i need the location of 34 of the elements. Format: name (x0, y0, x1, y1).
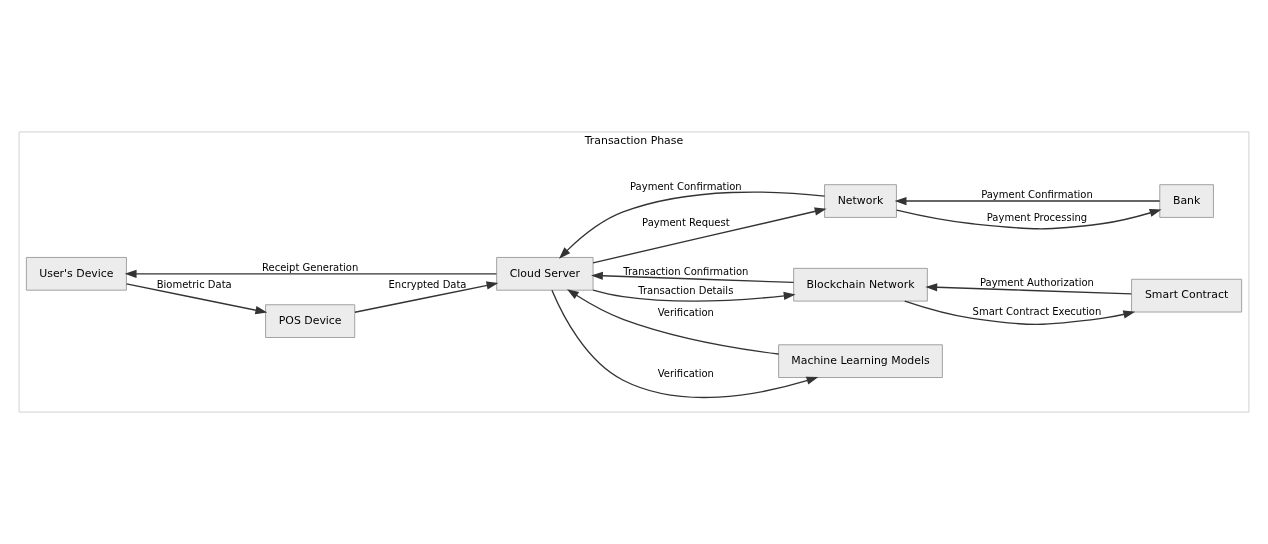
node-box: Cloud Server (496, 257, 594, 291)
edge-label: Payment Authorization (980, 277, 1094, 289)
arrow (551, 289, 819, 399)
arrow (567, 289, 780, 355)
arrow (591, 271, 795, 284)
arrow (904, 300, 1136, 326)
node-box: User's Device (25, 257, 127, 291)
edge-label: Smart Contract Execution (972, 306, 1102, 318)
node-box: Machine Learning Models (778, 344, 943, 378)
edge-label: Payment Confirmation (630, 180, 742, 192)
node-box: Smart Contract (1131, 278, 1243, 313)
edge-label: Encrypted Data (388, 279, 467, 291)
edge-label: Payment Confirmation (981, 189, 1093, 201)
edge-label: Receipt Generation (262, 261, 359, 273)
arrow (895, 208, 1162, 230)
arrow (894, 196, 1161, 206)
edge-label: Transaction Details (638, 284, 734, 296)
edge-label: Payment Request (642, 217, 730, 229)
node-box: Blockchain Network (793, 267, 928, 302)
arrow (125, 283, 268, 315)
arrow (592, 207, 827, 264)
edge-label: Verification (657, 368, 714, 380)
node-box: Network (824, 184, 897, 218)
node-box: Bank (1159, 184, 1214, 218)
edge-label: Payment Processing (986, 211, 1088, 223)
arrow (354, 281, 499, 313)
arrow (925, 283, 1132, 295)
arrow (124, 269, 498, 278)
node-box: POS Device (265, 304, 356, 338)
arrow (592, 289, 796, 302)
arrow (559, 191, 826, 259)
edge-label: Biometric Data (156, 279, 232, 291)
edge-label: Transaction Confirmation (623, 265, 749, 277)
edge-label: Verification (657, 307, 714, 319)
